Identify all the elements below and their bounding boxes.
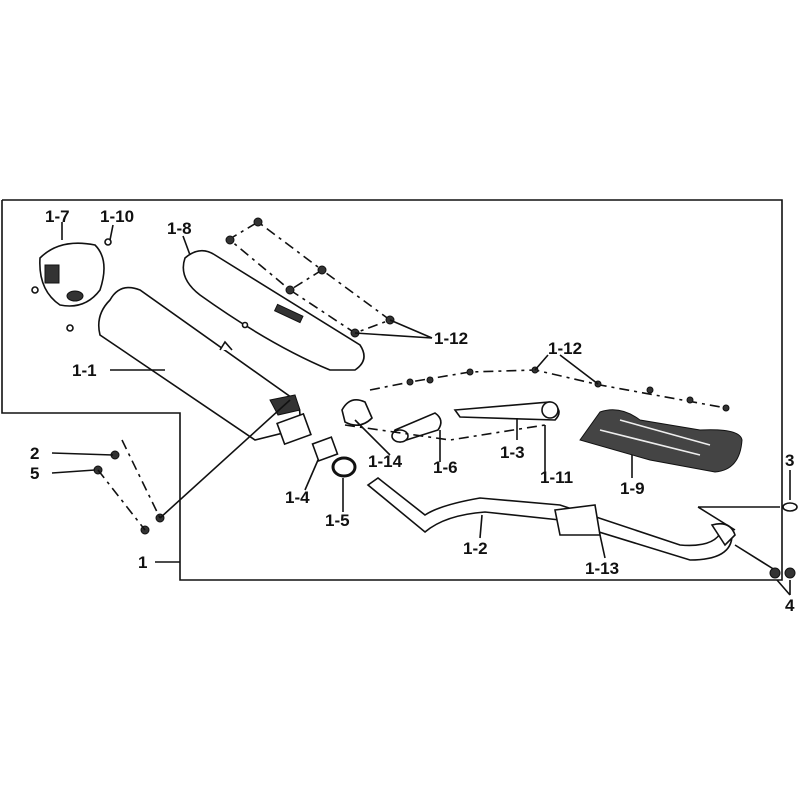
guard-plate-part[interactable] — [579, 409, 743, 473]
callout-1-7: 1-7 — [45, 207, 70, 226]
callout-1-14: 1-14 — [368, 452, 403, 471]
header-pipe-part[interactable] — [366, 477, 796, 579]
clamp-bolts — [93, 399, 291, 535]
collar-part[interactable] — [311, 436, 339, 462]
gasket-part[interactable] — [782, 502, 798, 512]
callout-1-12-upper: 1-12 — [434, 329, 468, 348]
callout-5: 5 — [30, 464, 39, 483]
callout-1-11: 1-11 — [540, 468, 573, 487]
callout-4: 4 — [785, 596, 795, 615]
heat-shield-part[interactable] — [182, 249, 365, 371]
callout-1-13: 1-13 — [585, 559, 619, 578]
callout-1-5: 1-5 — [325, 511, 350, 530]
pipe-shields[interactable] — [341, 399, 560, 443]
leader-lines — [51, 222, 791, 596]
seal-ring-part[interactable] — [331, 456, 357, 478]
callout-1-9: 1-9 — [620, 479, 645, 498]
callout-1-1: 1-1 — [72, 361, 97, 380]
callout-1-8: 1-8 — [167, 219, 192, 238]
callout-1-6: 1-6 — [433, 458, 458, 477]
callout-1-3: 1-3 — [500, 443, 525, 462]
callout-3: 3 — [785, 451, 794, 470]
callout-1-12-right: 1-12 — [548, 339, 582, 358]
callout-1-10: 1-10 — [100, 207, 134, 226]
end-cap-part[interactable] — [31, 238, 112, 332]
callout-1-4: 1-4 — [285, 488, 310, 507]
callout-2: 2 — [30, 444, 39, 463]
heat-shield-bolts — [225, 217, 730, 412]
callout-1: 1 — [138, 553, 147, 572]
callout-1-2: 1-2 — [463, 539, 488, 558]
assembly-boundary — [1, 199, 783, 581]
